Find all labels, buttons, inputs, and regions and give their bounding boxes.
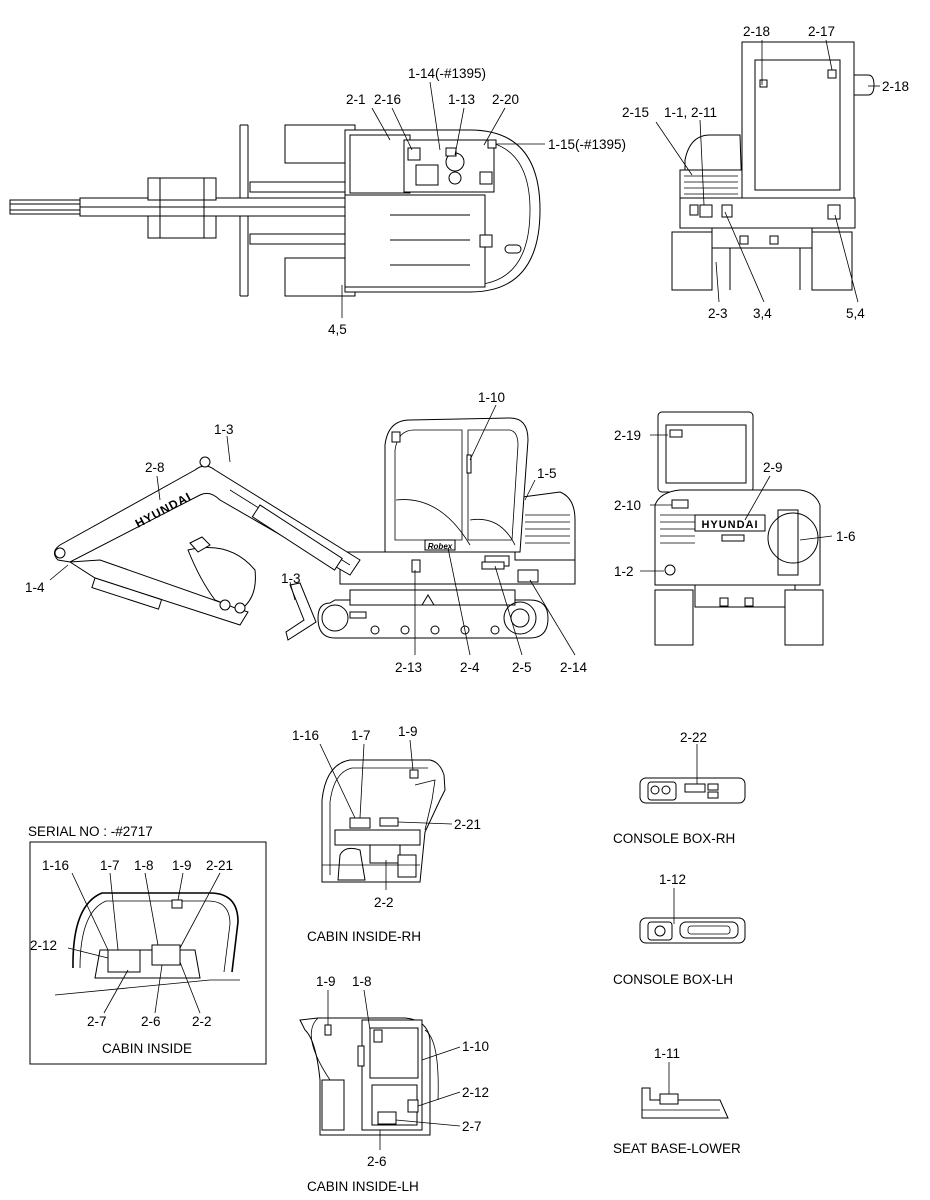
label-2-17: 2-17: [808, 24, 835, 39]
rear-brand-decal: HYUNDAI: [701, 519, 758, 531]
view-captions: SERIAL NO : -#2717 CABIN INSIDE CABIN IN…: [28, 824, 741, 1194]
cabin-inside-lh-caption: CABIN INSIDE-LH: [307, 1179, 419, 1194]
cabin-inside-lh-drawing: [299, 989, 461, 1150]
label-2-7-lh: 2-7: [462, 1119, 482, 1134]
label-2-6-inset: 2-6: [141, 1014, 161, 1029]
label-2-21-rh: 2-21: [454, 817, 481, 832]
label-5-4: 5,4: [846, 306, 865, 321]
top-view-drawing: [9, 81, 545, 318]
label-1-8-lh: 1-8: [352, 974, 372, 989]
label-1-11: 1-11: [654, 1046, 680, 1061]
label-4-5: 4,5: [328, 322, 347, 337]
console-box-lh-drawing: [639, 888, 746, 944]
serial-no-caption: SERIAL NO : -#2717: [28, 824, 153, 839]
label-1-5: 1-5: [537, 466, 557, 481]
label-2-16: 2-16: [374, 92, 401, 107]
label-1-9-rh: 1-9: [398, 724, 418, 739]
label-2-5: 2-5: [512, 660, 532, 675]
label-1-16-rh: 1-16: [292, 728, 319, 743]
label-2-13: 2-13: [395, 660, 422, 675]
label-2-8: 2-8: [145, 460, 165, 475]
cabin-inside-rh-caption: CABIN INSIDE-RH: [307, 929, 421, 944]
console-box-lh-caption: CONSOLE BOX-LH: [613, 972, 733, 987]
label-1-8-inset: 1-8: [134, 858, 154, 873]
label-1-3-top: 1-3: [214, 422, 234, 437]
part-labels: 1-14(-#1395) 2-1 2-16 1-13 2-20 1-15(-#1…: [25, 24, 909, 1169]
label-2-4: 2-4: [460, 660, 480, 675]
label-2-15: 2-15: [622, 105, 649, 120]
label-1-16-inset: 1-16: [42, 858, 69, 873]
label-2-2-inset: 2-2: [192, 1014, 212, 1029]
label-2-7-inset: 2-7: [87, 1014, 107, 1029]
label-2-9: 2-9: [763, 460, 783, 475]
label-1-7-rh: 1-7: [351, 728, 371, 743]
label-1-15: 1-15(-#1395): [548, 137, 626, 152]
label-1-10-lh: 1-10: [462, 1039, 489, 1054]
seat-base-lower-drawing: [641, 1062, 729, 1119]
model-badge: Robex: [428, 542, 453, 551]
label-1-3-bottom: 1-3: [281, 571, 301, 586]
cabin-inside-rh-drawing: [319, 739, 453, 890]
label-1-2: 1-2: [614, 564, 634, 579]
label-2-1: 2-1: [346, 92, 366, 107]
label-2-12-lh: 2-12: [462, 1085, 489, 1100]
label-2-21-inset: 2-21: [206, 858, 233, 873]
label-1-6: 1-6: [836, 529, 856, 544]
label-1-12: 1-12: [659, 872, 686, 887]
side-view-drawing: Robex HYUNDAI: [49, 404, 576, 656]
label-1-10-side: 1-10: [478, 390, 505, 405]
rear-view-cab-drawing: HYUNDAI: [640, 411, 833, 646]
label-2-6-lh: 2-6: [367, 1154, 387, 1169]
label-2-12-inset: 2-12: [30, 938, 57, 953]
label-2-10: 2-10: [614, 498, 641, 513]
label-2-14: 2-14: [560, 660, 588, 675]
rear-view-canopy-drawing: [655, 39, 880, 303]
label-3-4: 3,4: [753, 306, 772, 321]
seat-base-lower-caption: SEAT BASE-LOWER: [613, 1141, 741, 1156]
label-2-20: 2-20: [492, 92, 519, 107]
label-2-3: 2-3: [708, 306, 728, 321]
label-2-22: 2-22: [680, 730, 707, 745]
label-1-1-2-11: 1-1, 2-11: [664, 105, 717, 120]
label-1-4: 1-4: [25, 580, 45, 595]
label-1-9-inset: 1-9: [172, 858, 192, 873]
label-2-18-top: 2-18: [743, 24, 770, 39]
serial-inset-drawing: [29, 841, 267, 1065]
console-box-rh-caption: CONSOLE BOX-RH: [613, 831, 735, 846]
label-2-19: 2-19: [614, 428, 641, 443]
label-1-9-lh: 1-9: [316, 974, 336, 989]
label-1-13: 1-13: [448, 92, 475, 107]
cabin-inside-caption: CABIN INSIDE: [102, 1041, 192, 1056]
console-box-rh-drawing: [639, 744, 746, 804]
label-1-7-inset: 1-7: [100, 858, 120, 873]
label-2-18-right: 2-18: [882, 79, 909, 94]
label-2-2-rh: 2-2: [374, 895, 394, 910]
label-1-14: 1-14(-#1395): [408, 66, 486, 81]
